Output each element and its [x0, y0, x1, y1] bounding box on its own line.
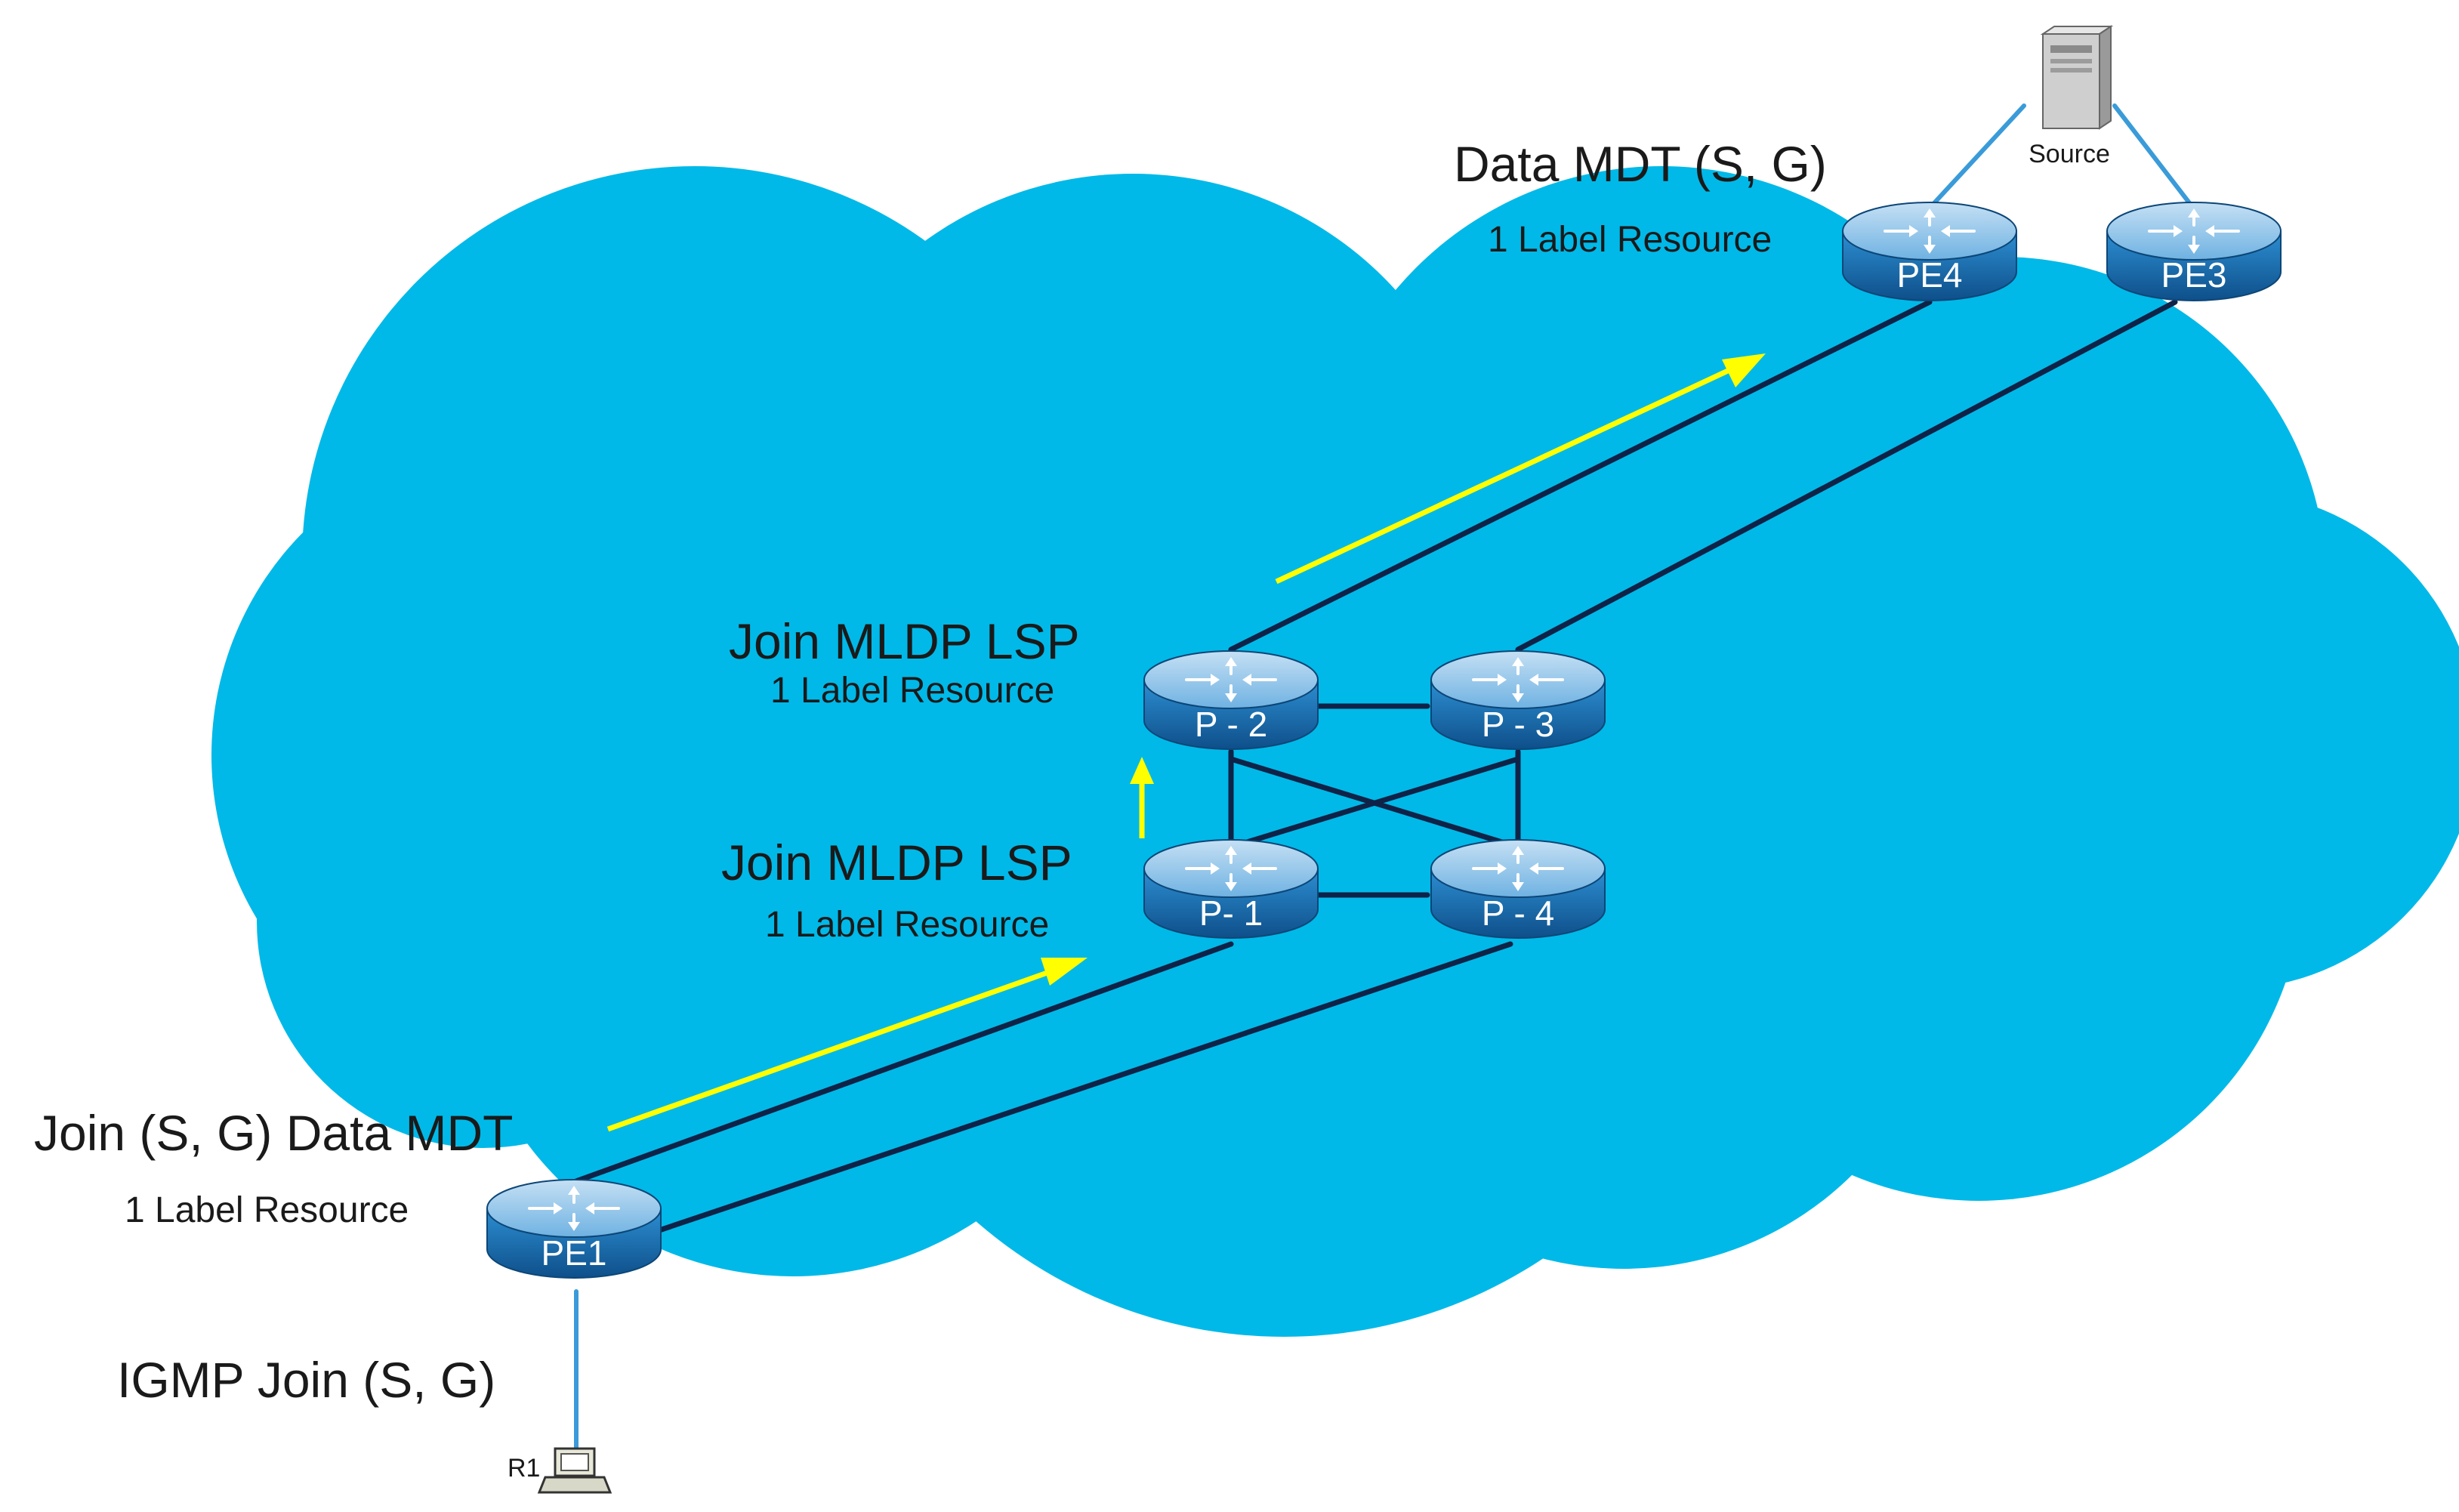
network-cloud: [211, 166, 2459, 1337]
arrow-p2-to-pe4-head: [1722, 353, 1766, 387]
link-pe1-p4: [654, 941, 1513, 1234]
router-p2-label: P - 2: [1195, 705, 1267, 744]
p1-resource-label: 1 Label Resource: [765, 905, 1049, 945]
router-p3[interactable]: P - 3: [1430, 650, 1606, 751]
link-p2-pe4: [1228, 299, 1933, 653]
arrow-p1-to-p2-head: [1130, 757, 1154, 784]
pe4-resource-label: 1 Label Resource: [1488, 220, 1772, 260]
igmp-join-label: IGMP Join (S, G): [117, 1352, 495, 1408]
data-mdt-label: Data MDT (S, G): [1454, 136, 1827, 192]
router-p1[interactable]: P- 1: [1143, 838, 1319, 940]
router-pe4[interactable]: PE4: [1841, 201, 2018, 302]
arrow-pe1-to-p1-head: [1041, 958, 1088, 986]
arrow-p2-to-pe4: [1275, 367, 1731, 585]
join-mldp-p1-label: Join MLDP LSP: [721, 835, 1072, 890]
access-links: [574, 103, 2192, 1452]
laptop-icon[interactable]: [537, 1447, 612, 1494]
server-icon[interactable]: [2040, 25, 2114, 130]
router-p1-label: P- 1: [1199, 893, 1263, 933]
link-p3-pe3: [1515, 299, 2178, 653]
router-p2[interactable]: P - 2: [1143, 650, 1319, 751]
join-data-mdt-label: Join (S, G) Data MDT: [34, 1105, 513, 1161]
r1-label: R1: [508, 1454, 540, 1483]
router-pe1-label: PE1: [541, 1233, 607, 1273]
router-pe1[interactable]: PE1: [486, 1178, 662, 1279]
network-links: [571, 299, 2178, 1234]
router-pe4-label: PE4: [1897, 255, 1963, 295]
link-source-pe3: [2112, 103, 2192, 206]
router-p3-label: P - 3: [1482, 705, 1554, 744]
router-p4[interactable]: P - 4: [1430, 838, 1606, 940]
join-mldp-p2-label: Join MLDP LSP: [729, 613, 1080, 669]
router-p4-label: P - 4: [1482, 893, 1554, 933]
join-arrows: [606, 353, 1766, 1132]
router-pe3[interactable]: PE3: [2106, 201, 2282, 302]
link-source-pe4: [1931, 103, 2026, 206]
pe1-resource-label: 1 Label Resource: [125, 1190, 409, 1230]
link-pe1-p1: [571, 941, 1234, 1185]
p2-resource-label: 1 Label Resource: [770, 671, 1054, 711]
router-pe3-label: PE3: [2161, 255, 2227, 295]
arrow-pe1-to-p1: [606, 967, 1055, 1132]
link-p3-p1: [1232, 756, 1521, 849]
source-label: Source: [2029, 140, 2110, 168]
